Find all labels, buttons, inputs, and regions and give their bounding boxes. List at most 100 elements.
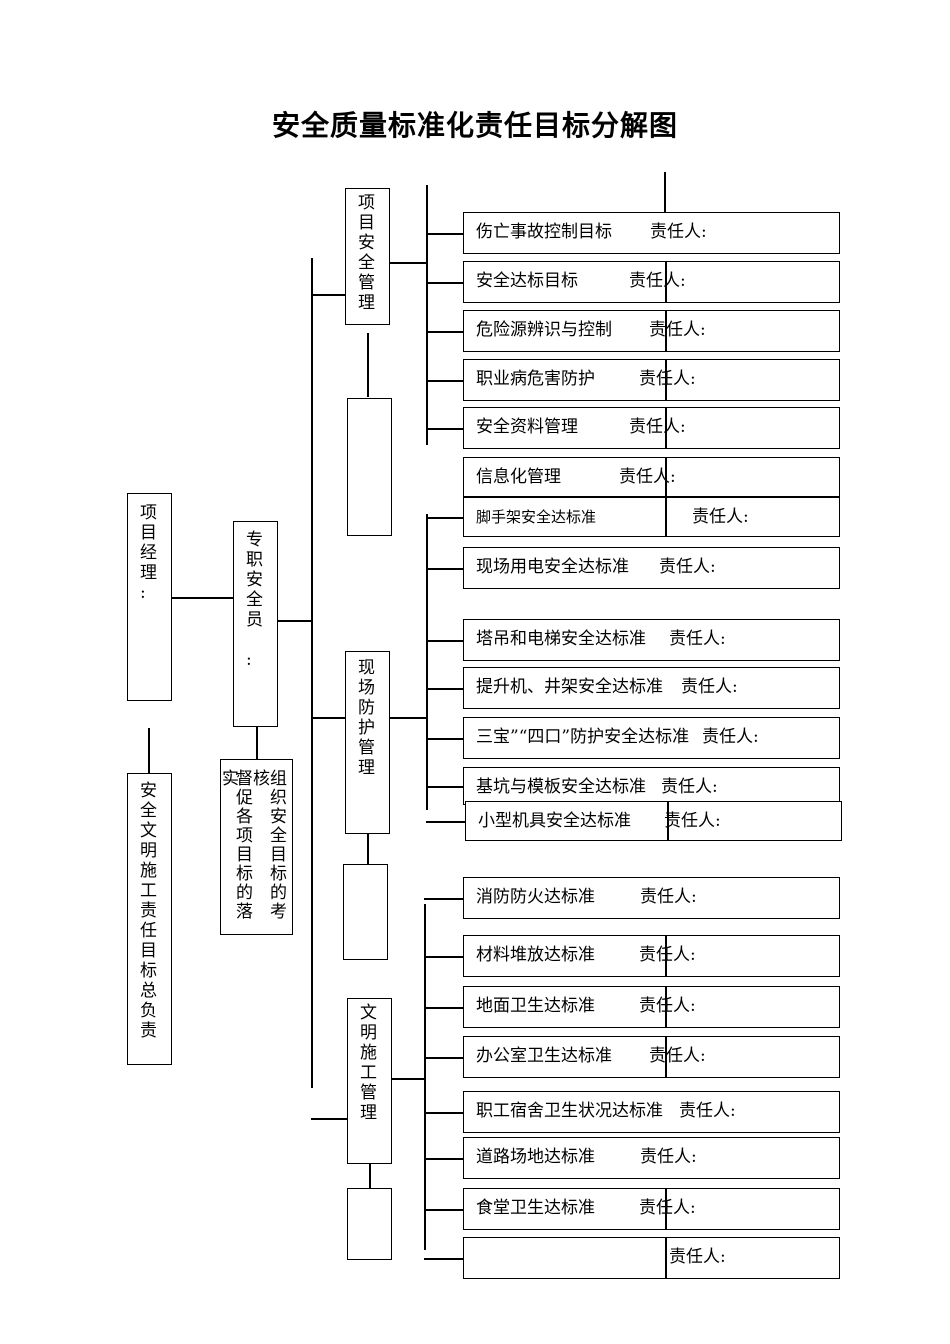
connector <box>278 620 312 622</box>
target-item: 食堂卫生达标准责任人: <box>463 1188 840 1230</box>
responsible-person-label: 责任人: <box>619 467 676 487</box>
target-item-label: 材料堆放达标准 <box>476 945 595 965</box>
target-item-label: 安全达标目标 <box>476 271 578 291</box>
responsible-person-label: 责任人: <box>664 811 721 831</box>
responsible-person-label: 责任人: <box>702 727 759 747</box>
responsible-person-label: 责任人: <box>649 320 706 340</box>
column-divider <box>665 408 667 448</box>
target-item-label: 食堂卫生达标准 <box>476 1198 595 1218</box>
column-divider <box>665 262 667 302</box>
target-item: 基坑与模板安全达标准责任人: <box>463 767 840 805</box>
connector <box>367 834 369 864</box>
connector <box>148 728 150 773</box>
connector <box>311 294 345 296</box>
responsible-person-label: 责任人: <box>640 1147 697 1167</box>
responsible-person-label: 责任人: <box>639 996 696 1016</box>
connector <box>390 717 426 719</box>
target-item: 办公室卫生达标准责任人: <box>463 1036 840 1078</box>
target-item-label: 职业病危害防护 <box>476 369 595 389</box>
column-divider <box>665 311 667 351</box>
target-item: 伤亡事故控制目标 责任人: <box>463 212 840 254</box>
officer-duty-text: 实 <box>222 769 239 789</box>
connector <box>426 738 463 740</box>
target-item-label: 消防防火达标准 <box>476 887 595 907</box>
site-protection-label: 现 场 防 护 管 理 <box>358 658 375 778</box>
responsible-person-label: 责任人: <box>640 887 697 907</box>
target-item-label: 现场用电安全达标准 <box>476 557 629 577</box>
responsible-person-label: 责任人: <box>639 945 696 965</box>
target-item: 塔吊和电梯安全达标准 责任人: <box>463 619 840 661</box>
connector <box>426 640 463 642</box>
site-protection-box <box>345 651 390 834</box>
safety-officer-box <box>233 521 278 727</box>
connector <box>426 331 463 333</box>
target-item-label: 脚手架安全达标准 <box>476 508 597 526</box>
target-item-label: 塔吊和电梯安全达标准 <box>476 629 646 649</box>
civilized-box <box>347 998 392 1164</box>
target-item-label: 地面卫生达标准 <box>476 996 595 1016</box>
column-divider <box>665 1189 667 1229</box>
responsible-person-label: 责任人: <box>629 417 686 437</box>
target-item-label: 小型机具安全达标准 <box>478 811 631 831</box>
connector <box>426 568 463 570</box>
column-divider <box>667 802 669 840</box>
responsible-person-label: 责任人: <box>629 271 686 291</box>
connector <box>424 1057 463 1059</box>
column-divider <box>665 458 667 496</box>
connector <box>424 1007 463 1009</box>
officer-duty-text: 督 促 各 项 目 标 的 落 <box>236 769 253 922</box>
responsible-person-label: 责任人: <box>681 677 738 697</box>
column-divider <box>665 1037 667 1077</box>
target-item-label: 信息化管理 <box>476 467 561 487</box>
target-item: 危险源辨识与控制 责任人: <box>463 310 840 352</box>
target-item: 信息化管理 责任人: <box>463 457 840 497</box>
responsible-person-label: 责任人: <box>692 507 749 527</box>
target-item: 安全资料管理责任人: <box>463 407 840 449</box>
officer-duty-text: 组 织 安 全 目 标 的 考 <box>270 769 287 922</box>
target-item: 道路场地达标准 责任人: <box>463 1137 840 1179</box>
connector <box>424 1258 463 1260</box>
connector <box>311 258 313 1088</box>
target-item-label: 伤亡事故控制目标 <box>476 222 612 242</box>
target-item: 小型机具安全达标准 责任人: <box>465 801 842 841</box>
connector <box>256 727 258 759</box>
target-item: 脚手架安全达标准 责任人: <box>463 497 840 537</box>
safety-officer-label: 专 职 安 全 员 : <box>246 530 263 670</box>
connector <box>424 904 426 1250</box>
target-item: 消防防火达标准 责任人: <box>463 877 840 919</box>
responsible-person-label: 责任人: <box>679 1101 736 1121</box>
connector <box>426 380 463 382</box>
connector <box>426 428 463 430</box>
target-item: 责任人: <box>463 1237 840 1279</box>
connector <box>424 898 463 900</box>
connector <box>390 262 426 264</box>
connector <box>369 1164 371 1188</box>
connector <box>367 333 369 397</box>
column-divider <box>665 936 667 976</box>
target-item: 地面卫生达标准 责任人: <box>463 986 840 1028</box>
target-item: 三宝”“四口”防护安全达标准责任人: <box>463 717 840 759</box>
target-item: 职业病危害防护 责任人: <box>463 359 840 401</box>
target-item: 现场用电安全达标准责任人: <box>463 547 840 589</box>
responsible-person-label: 责任人: <box>661 777 718 797</box>
connector <box>426 185 428 445</box>
target-item-label: 基坑与模板安全达标准 <box>476 777 646 797</box>
connector <box>311 717 345 719</box>
connector <box>424 1209 463 1211</box>
connector <box>664 172 666 212</box>
responsible-person-label: 责任人: <box>650 222 707 242</box>
page-title: 安全质量标准化责任目标分解图 <box>271 109 678 142</box>
connector <box>172 597 233 599</box>
target-item-label: 危险源辨识与控制 <box>476 320 612 340</box>
responsible-person-label: 责任人: <box>639 369 696 389</box>
blank-box <box>347 398 392 536</box>
target-item-label: 道路场地达标准 <box>476 1147 595 1167</box>
target-item: 安全达标目标 责任人: <box>463 261 840 303</box>
responsible-person-label: 责任人: <box>669 1247 726 1267</box>
connector <box>424 1158 463 1160</box>
overall-responsibility-label: 安 全 文 明 施 工 责 任 目 标 总 负 责 <box>140 781 157 1041</box>
target-item-label: 办公室卫生达标准 <box>476 1046 612 1066</box>
responsible-person-label: 责任人: <box>669 629 726 649</box>
column-divider <box>665 1238 667 1278</box>
target-item-label: 提升机、井架安全达标准 <box>476 677 663 697</box>
